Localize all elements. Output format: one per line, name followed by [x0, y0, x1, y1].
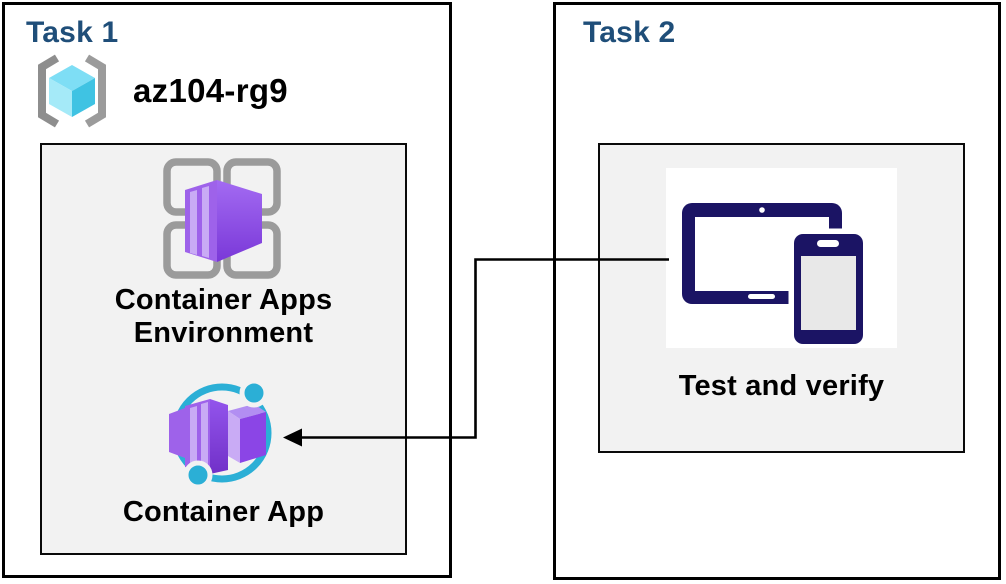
container-app-icon: [169, 378, 272, 490]
resource-group-icon: [38, 54, 106, 128]
devices-icon-plate: [666, 168, 897, 349]
task2-box: Task 2 Test and verify: [553, 2, 1001, 580]
test-and-verify-label: Test and verify: [678, 370, 885, 402]
task2-inner-box: Test and verify: [598, 143, 965, 453]
container-apps-environment-icon: [163, 158, 281, 279]
tablet-and-phone-icon: [682, 203, 869, 349]
resource-group-name: az104-rg9: [133, 72, 288, 109]
task2-title: Task 2: [583, 16, 676, 49]
task1-title: Task 1: [26, 16, 119, 49]
container-app-label: Container App: [122, 496, 325, 528]
task1-inner-box: Container Apps Environment: [40, 143, 407, 555]
task1-box: Task 1 az104-rg9: [2, 2, 452, 578]
container-apps-environment-label: Container Apps Environment: [114, 284, 333, 349]
resource-group-row: az104-rg9: [27, 53, 288, 129]
